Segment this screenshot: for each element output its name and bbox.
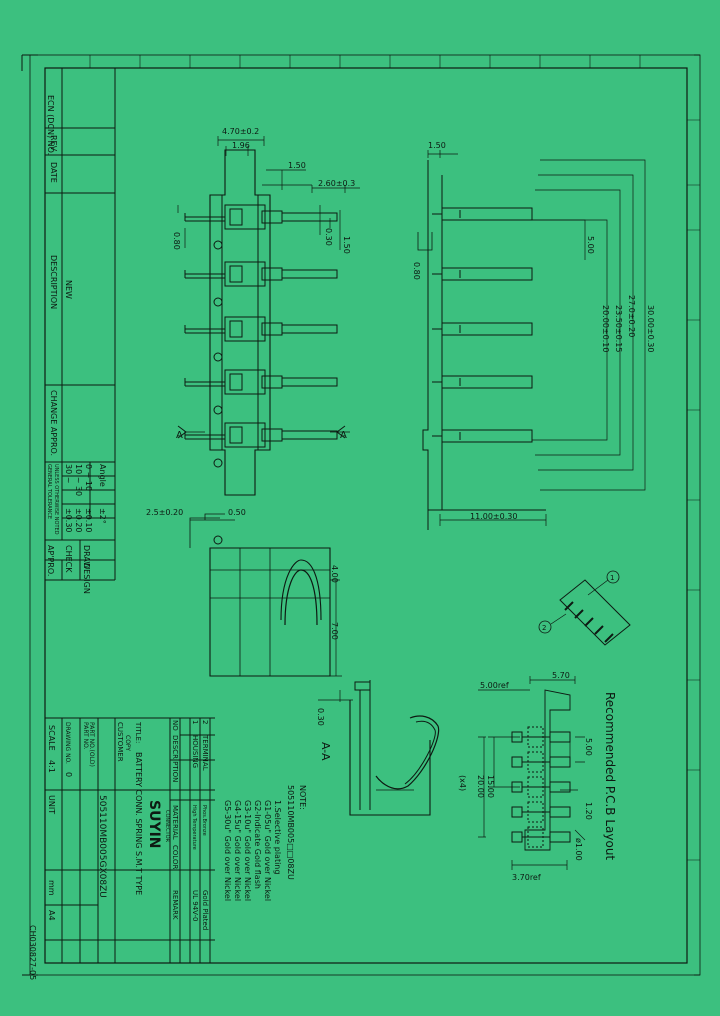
bom-row-1-desc: TERMINAL <box>201 734 209 771</box>
brand-subtitle: CONNECTOR <box>164 810 170 843</box>
part-no-old-label: PART NO.(OLD) <box>88 722 95 767</box>
drawing-title: BATTERY CONN. SPRING S.M.T TYPE <box>134 752 143 895</box>
note-line-4: G3-10u" Gold over Nickel <box>243 800 252 901</box>
tol-val-1: ±0.30 <box>64 508 73 533</box>
tol-range-3: 0 ~ 10 <box>84 464 93 491</box>
dim-080b: 0.80 <box>412 262 421 280</box>
scale-value: 4:1 <box>47 760 56 773</box>
dim-470: 4.70±0.2 <box>222 127 259 136</box>
dim-100: ø1.00 <box>574 838 583 861</box>
bom-row-2-desc: HOUSING <box>191 735 199 768</box>
dim-570: 5.70 <box>552 671 570 680</box>
dim-1100: 11.00±0.30 <box>470 512 517 521</box>
bom-row-1-material: Phos.Bronze <box>201 805 207 836</box>
section-aa-label: A-A <box>319 742 332 761</box>
angle-value: ±2° <box>98 508 107 524</box>
bom-header-remark: REMARK <box>171 890 179 920</box>
dim-500ref: 5.00ref <box>480 681 509 690</box>
date-label: DATE <box>49 162 58 183</box>
section-marker-right: A <box>340 430 347 441</box>
dim-150a: 1.50 <box>288 161 306 170</box>
note-title: NOTE: <box>298 785 307 810</box>
dim-080: 0.80 <box>172 232 181 250</box>
drawing-no-value: 0 <box>64 772 73 777</box>
bom-header-no: NO <box>171 720 179 731</box>
bom-row-2-no: 1 <box>191 720 199 724</box>
dim-050: 0.50 <box>228 508 246 517</box>
bom-row-1-remark: Gold Plated <box>201 890 209 930</box>
section-marker-left: A <box>176 430 183 441</box>
dim-x4: (x4) <box>458 775 467 791</box>
description-label: DESCRIPTION <box>49 255 58 309</box>
part-no-value: 505110MB005GX08ZU <box>97 795 107 898</box>
bom-row-2-remark: UL 94V-0 <box>191 890 199 922</box>
dim-2700: 27.0±0.20 <box>627 295 636 337</box>
draw-label: DRAW <box>82 545 91 569</box>
dim-030b: 0.30 <box>316 708 325 726</box>
tolerance-subtitle: UNLESS OTHERWISE NOTED <box>53 464 59 535</box>
dim-400: 4.00 <box>330 565 339 583</box>
title-label: TITLE: <box>134 721 142 743</box>
dim-260: 2.60±0.3 <box>318 179 355 188</box>
dim-500b: 5.00 <box>584 738 593 756</box>
dim-150b: 1.50 <box>342 236 351 254</box>
dim-150c: 1.50 <box>428 141 446 150</box>
tolerance-title: GENERAL TOLERANCE <box>46 464 52 519</box>
dim-3000: 30.00±0.30 <box>646 305 655 352</box>
pcb-layout-title: Recommended P.C.B Layout <box>603 692 617 860</box>
brand-logo: SUYIN <box>146 800 162 849</box>
check-label: CHECK <box>64 545 73 573</box>
sheet-size: A4 <box>47 910 56 921</box>
dim-2000: 20.00±0.10 <box>601 305 610 352</box>
new-label: NEW <box>64 280 73 299</box>
change-appro-label: CHANGE APPRO. <box>49 390 58 456</box>
unit-label: UNIT <box>47 795 56 814</box>
ecn-label: ECN (DCN) NO. <box>46 95 55 155</box>
note-line-3: G2-Indicate Gold flash <box>253 800 262 889</box>
note-line-2: G1-05u" Gold over Nickel <box>263 800 272 901</box>
note-line-5: G4-15u" Gold over Nickel <box>233 800 242 901</box>
bom-header-material: MATERIAL <box>171 805 179 840</box>
bom-header-desc: DESCRIPTION <box>171 735 179 782</box>
bom-row-2-material: High Temperature <box>191 805 197 850</box>
copy-label: COPY <box>124 735 131 751</box>
dim-2350: 23.50±0.15 <box>614 305 623 352</box>
dim-030a: 0.30 <box>324 228 333 246</box>
dim-370ref: 3.70ref <box>512 873 541 882</box>
dim-1500: 15.00 <box>486 775 495 798</box>
dim-196: 1.96 <box>232 141 250 150</box>
appro-label: AP'PRO. <box>46 545 55 576</box>
dim-2000b: 20.00 <box>476 775 485 798</box>
scale-label: SCALE <box>47 725 56 751</box>
balloon-2-label: 2 <box>542 624 546 632</box>
note-line-6: G5-30u" Gold over Nickel <box>223 800 232 901</box>
bom-header-color: COLOR <box>171 845 179 870</box>
tol-range-1: 30 ~ <box>64 464 73 483</box>
angle-label: Angle <box>98 464 107 487</box>
rev-label: REV <box>49 135 58 152</box>
customer-label: CUSTOMER <box>116 722 124 762</box>
tol-val-3: ±0.10 <box>84 508 93 533</box>
part-no-label: PART NO. <box>82 722 89 750</box>
dim-700: 7.00 <box>330 622 339 640</box>
design-label: DESIGN <box>82 563 91 594</box>
balloon-1-label: 1 <box>610 574 614 582</box>
dim-120: 1.20 <box>584 802 593 820</box>
tol-val-2: ±0.20 <box>74 508 83 533</box>
bom-row-1-no: 2 <box>201 720 209 724</box>
dim-500a: 5.00 <box>586 236 595 254</box>
note-part: 505110MB005□□08ZU <box>286 785 295 880</box>
doc-code: CH030827-05 <box>28 925 37 980</box>
dim-250: 2.5±0.20 <box>146 508 183 517</box>
note-line-1: 1.Selective plating <box>273 800 282 874</box>
unit-value: mm <box>47 880 56 896</box>
drawing-no-label: DRAWING NO. <box>64 722 71 764</box>
tol-range-2: 10 ~ 30 <box>74 464 83 496</box>
